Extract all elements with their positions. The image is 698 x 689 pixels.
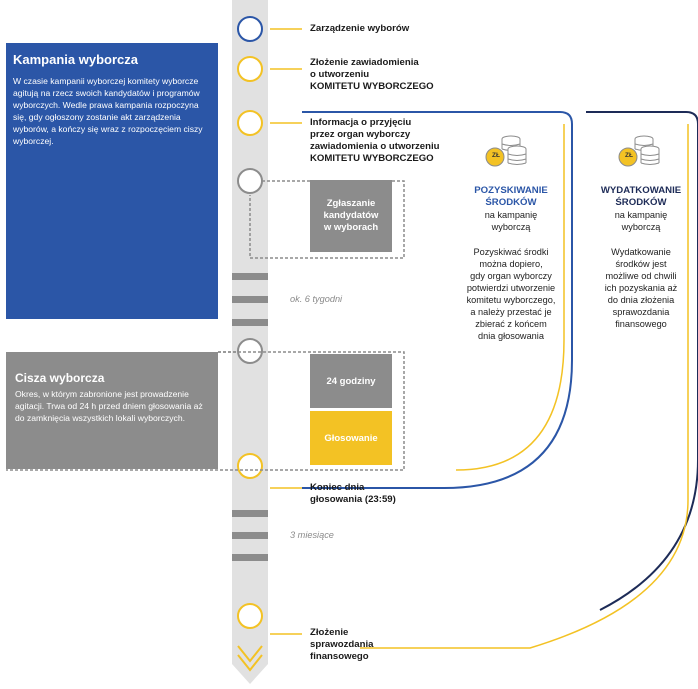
milestone-label: Złożenie zawiadomienia o utworzeniu KOMI… <box>310 57 434 93</box>
timeline-dash <box>232 296 268 303</box>
silence-box: Cisza wyborcza Okres, w którym zabronion… <box>6 352 218 469</box>
spending-text: środków jest <box>615 259 667 269</box>
campaign-box: Kampania wyborcza W czasie kampanii wybo… <box>6 43 218 319</box>
milestone-circle <box>237 16 263 42</box>
raising-subtitle: wyborczą <box>491 222 531 232</box>
milestone-label: Złożenie sprawozdania finansowego <box>310 627 373 663</box>
chevron-down-icon <box>237 645 263 663</box>
milestone-circle <box>237 338 263 364</box>
milestone-line: finansowego <box>310 651 369 662</box>
raising-text: zbierać z końcem <box>475 319 547 329</box>
timeline-dash <box>232 319 268 326</box>
coins-icon <box>618 135 660 167</box>
milestone-circle <box>237 168 263 194</box>
milestone-circle <box>237 110 263 136</box>
raising-text: Pozyskiwać środki <box>473 247 549 257</box>
coin-label: ZŁ <box>625 152 633 159</box>
raising-frame <box>302 111 573 489</box>
milestone-line: KOMITETU WYBORCZEGO <box>310 81 434 92</box>
milestone-line: Złożenie zawiadomienia <box>310 57 419 68</box>
raising-title: ŚRODKÓW <box>485 197 537 208</box>
raising-column: POZYSKIWANIE ŚRODKÓW na kampanię wyborcz… <box>456 185 566 342</box>
spending-title: ŚRODKÓW <box>615 197 667 208</box>
milestone-circle <box>237 453 263 479</box>
spending-subtitle: na kampanię <box>614 210 668 220</box>
duration-months: 3 miesiące <box>290 530 334 540</box>
milestone-line: Koniec dnia <box>310 482 365 493</box>
coin-label: ZŁ <box>492 152 500 159</box>
milestone-circle <box>237 603 263 629</box>
milestone-line: głosowania (23:59) <box>310 494 396 505</box>
spending-yellow-line <box>360 124 689 649</box>
nominations-box: Zgłaszanie kandydatów w wyborach <box>310 180 392 252</box>
milestone-line: przez organ wyborczy <box>310 129 411 140</box>
raising-text: dnia głosowania <box>478 331 544 341</box>
nominations-label: w wyborach <box>323 222 379 233</box>
milestone-label: Zarządzenie wyborów <box>310 23 410 34</box>
campaign-description: W czasie kampanii wyborczej komitety wyb… <box>13 76 203 146</box>
silence-description: Okres, w którym zabronione jest prowadze… <box>15 389 203 423</box>
milestone-label: Informacja o przyjęciu przez organ wybor… <box>310 117 440 165</box>
timeline-dash <box>232 532 268 539</box>
dashed-bracket <box>6 351 405 471</box>
raising-text: gdy organ wyborczy <box>470 271 552 281</box>
spending-subtitle: wyborczą <box>621 222 661 232</box>
spending-frame <box>586 111 698 611</box>
raising-text: potwierdzi utworzenie <box>466 283 556 293</box>
raising-yellow-line <box>455 124 565 471</box>
chevron-down-icon <box>237 654 263 672</box>
raising-text: a należy przestać je <box>470 307 552 317</box>
milestone-line: KOMITETU WYBORCZEGO <box>310 153 434 164</box>
spending-text: do dnia złożenia <box>607 295 675 305</box>
silence-title: Cisza wyborcza <box>15 371 105 385</box>
raising-title: POZYSKIWANIE <box>474 185 548 196</box>
milestone-line: o utworzeniu <box>310 69 370 80</box>
nominations-label: Zgłaszanie <box>326 198 376 209</box>
spending-text: finansowego <box>615 319 667 329</box>
spending-title: WYDATKOWANIE <box>600 185 682 196</box>
spending-text: Wydatkowanie <box>611 247 671 257</box>
voting-box: Głosowanie <box>310 411 392 465</box>
timeline-dash <box>232 510 268 517</box>
milestone-line: Informacja o przyjęciu <box>310 117 412 128</box>
coins-icon <box>485 135 527 167</box>
timeline-dash <box>232 273 268 280</box>
milestone-line: zawiadomienia o utworzeniu <box>310 141 440 152</box>
raising-text: komitetu wyborczego, <box>466 295 556 305</box>
spending-text: ich pozyskania aż <box>604 283 678 293</box>
milestone-label: Koniec dnia głosowania (23:59) <box>310 482 396 506</box>
duration-weeks: ok. 6 tygodni <box>290 294 343 304</box>
nominations-label: kandydatów <box>323 210 379 221</box>
hours-box: 24 godziny <box>310 354 392 408</box>
raising-text: można dopiero, <box>479 259 543 269</box>
spending-column: WYDATKOWANIE ŚRODKÓW na kampanię wyborcz… <box>588 185 694 330</box>
spending-text: możliwe od chwili <box>605 271 677 281</box>
timeline-dash <box>232 554 268 561</box>
campaign-title: Kampania wyborcza <box>13 52 138 67</box>
milestone-line: sprawozdania <box>310 639 374 650</box>
raising-subtitle: na kampanię <box>484 210 538 220</box>
milestone-line: Złożenie <box>310 627 349 638</box>
spending-text: sprawozdania <box>612 307 670 317</box>
milestone-circle <box>237 56 263 82</box>
